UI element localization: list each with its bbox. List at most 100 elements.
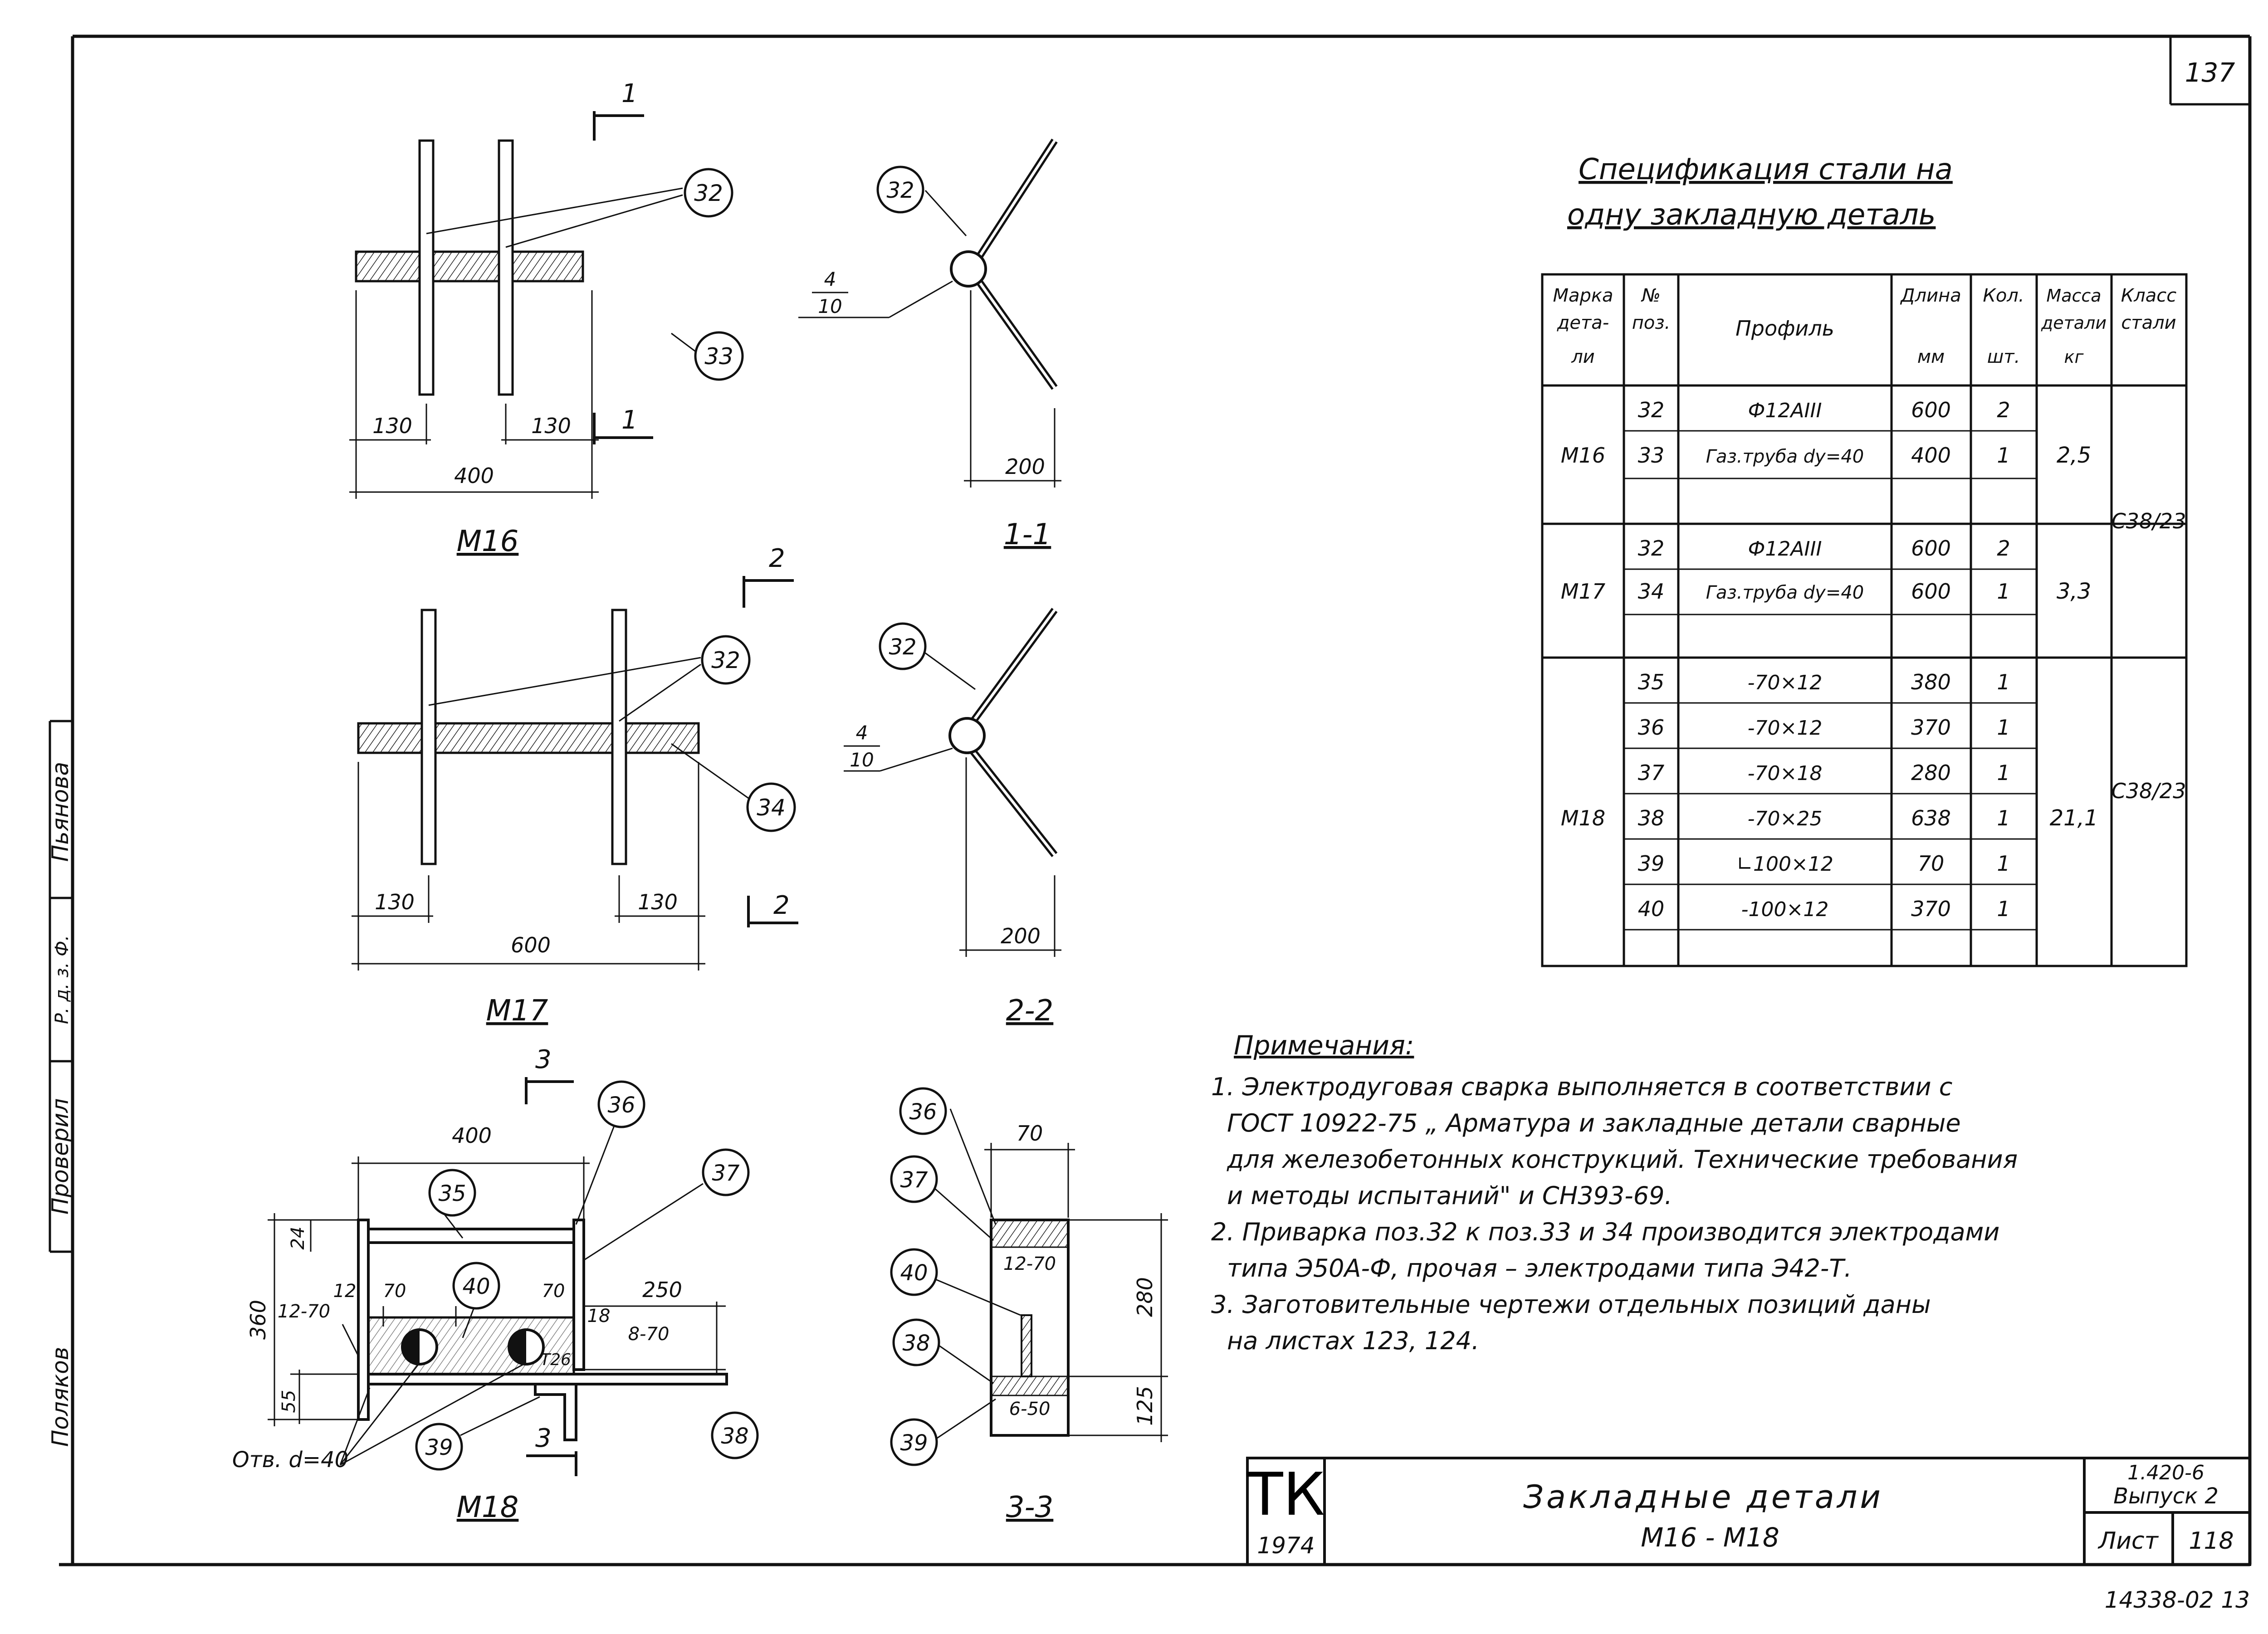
tb-title: Закладные детали: [1523, 1478, 1883, 1516]
tb-subtitle: М16 - М18: [1641, 1522, 1779, 1553]
s11-caption: 1-1: [1004, 518, 1051, 551]
s33-plate-38: [990, 1375, 1069, 1396]
m17-dim-total: 600: [511, 933, 551, 957]
spec-m17-mass: 3,3: [2057, 579, 2091, 604]
spec-row: 1: [1997, 443, 2010, 468]
hdr-qty-2: шт.: [1987, 346, 2020, 367]
m18-dim-55: 55: [279, 1390, 299, 1413]
spec-row: -70×25: [1748, 807, 1823, 830]
spec-row: 32: [1638, 398, 1665, 422]
tb-sheet-value: 118: [2189, 1527, 2234, 1555]
m16-caption: M16: [457, 525, 519, 558]
hdr-profile: Профиль: [1735, 316, 1834, 341]
m18-callout-38: [711, 1411, 759, 1459]
spec-m18-mark: M18: [1561, 806, 1605, 830]
margin-drafter: Пьянова: [47, 762, 73, 862]
m18-dim-8-70: 8-70: [628, 1324, 670, 1345]
s11-weld-top: 4: [824, 268, 836, 290]
m18-callout-36: [597, 1080, 645, 1128]
m18-callout-39: [415, 1423, 463, 1471]
hdr-class-1: Класс: [2121, 285, 2176, 306]
title-block: ТК 1974 Закладные детали М16 - М18 1.420…: [1246, 1457, 2251, 1566]
spec-row: 600: [1911, 579, 1951, 604]
m16-callout-33-label: 33: [704, 343, 733, 370]
m18-dim-height: 360: [246, 1300, 270, 1340]
spec-row: ∟100×12: [1736, 853, 1833, 876]
m17-dim-left: 130: [375, 890, 415, 914]
m18-callout-35-label: 35: [438, 1181, 466, 1206]
spec-row: 1: [1997, 579, 2010, 604]
s33-weld-bottom-label: 6-50: [1009, 1399, 1051, 1419]
margin-checked: Проверил: [47, 1098, 73, 1215]
m16-dim-left: 130: [372, 414, 412, 438]
m18-callout-36-label: 36: [607, 1093, 635, 1118]
m17-callout-34: [746, 782, 796, 832]
m17-bar-32-left: [420, 609, 437, 865]
notes-line: 3. Заготовительные чертежи отдельных поз…: [1211, 1290, 1931, 1319]
m18-callout-35: [428, 1169, 476, 1217]
spec-row: 1: [1997, 715, 2010, 740]
spec-row: -70×12: [1748, 717, 1823, 740]
m18-plate-38: [367, 1373, 728, 1385]
m18-callout-40: [452, 1262, 500, 1310]
tb-issue: Выпуск 2: [2113, 1483, 2219, 1509]
m18-callout-38-label: 38: [721, 1424, 748, 1449]
notes-line: для железобетонных конструкций. Техничес…: [1227, 1145, 2018, 1174]
spec-title-line2: одну закладную деталь: [1567, 198, 1936, 232]
m17-callout-34-label: 34: [757, 795, 786, 821]
tb-sheet-label: Лист: [2097, 1527, 2159, 1555]
margin-compiled: Поляков: [47, 1347, 73, 1447]
notes-line: и методы испытаний" и СН393-69.: [1227, 1181, 1672, 1210]
spec-row: 2: [1997, 398, 2010, 422]
m18-plate-37: [572, 1219, 585, 1371]
margin-stamp: Пьянова Р. д. з. Ф. Проверил Поляков: [47, 720, 73, 1447]
section-1-1: 32 4 10 200 1-1: [798, 138, 1061, 551]
s33-weld-top-label: 12-70: [1003, 1254, 1056, 1274]
spec-row: 2: [1997, 536, 2010, 561]
m16-pipe-33: [355, 250, 584, 283]
spec-row: 37: [1638, 761, 1665, 785]
s22-weld-top: 4: [856, 722, 868, 744]
s33-callout-38: [892, 1318, 940, 1366]
spec-row: 34: [1638, 579, 1665, 604]
spec-row: 1: [1997, 851, 2010, 876]
s11-weld-bottom: 10: [818, 295, 842, 317]
hdr-qty-1: Кол.: [1983, 285, 2024, 306]
m17-pipe-34: [357, 722, 700, 754]
hdr-pos-2: поз.: [1632, 312, 1671, 333]
m18-dim-250: 250: [642, 1278, 682, 1302]
s33-plate-40: [1021, 1314, 1032, 1377]
m18-hole-note: Отв. d=40: [232, 1447, 348, 1473]
spec-m18-rows: 35 -70×12 380 1 36 -70×12 370 1 37 -70×1…: [1638, 670, 2010, 921]
m18-dim-12: 12: [333, 1281, 357, 1302]
spec-row: 370: [1911, 715, 1951, 740]
s33-dim-height: 280: [1133, 1277, 1157, 1317]
s33-callout-39: [890, 1418, 938, 1466]
m17-section-mark-bottom: 2: [773, 891, 790, 920]
m18-callout-39-label: 39: [425, 1435, 453, 1460]
spec-row: 32: [1638, 536, 1665, 561]
m18-dim-70b: 70: [542, 1281, 565, 1302]
section-3-3: 36 37 40 38 39 70 280 125 12-70 6-50 3-3: [890, 1087, 1168, 1524]
hdr-length-2: мм: [1917, 346, 1945, 367]
s33-callout-40: [890, 1248, 938, 1296]
spec-row: Газ.труба dy=40: [1706, 582, 1864, 603]
s33-callout-40-label: 40: [900, 1260, 928, 1286]
s33-callout-38-label: 38: [902, 1331, 930, 1356]
m17-dim-right: 130: [638, 890, 678, 914]
spec-row: 35: [1638, 670, 1665, 694]
hdr-mass-2: детали: [2041, 313, 2107, 333]
s11-callout-32: [876, 166, 924, 214]
m18-section-mark-top: 3: [535, 1045, 552, 1074]
spec-row: 638: [1911, 806, 1951, 830]
spec-row: 1: [1997, 761, 2010, 785]
spec-m16-mass: 2,5: [2057, 443, 2091, 468]
s11-pipe: [950, 250, 987, 288]
spec-class-bottom: C38/23: [2112, 779, 2186, 803]
notes-line: ГОСТ 10922-75 „ Арматура и закладные дет…: [1227, 1109, 1961, 1137]
m16-callout-32: [684, 168, 733, 218]
section-2-2: 32 4 10 200 2-2: [844, 608, 1061, 1028]
m18-dim-t26: T26: [540, 1351, 571, 1369]
archive-number: 14338-02 13: [2105, 1587, 2250, 1613]
